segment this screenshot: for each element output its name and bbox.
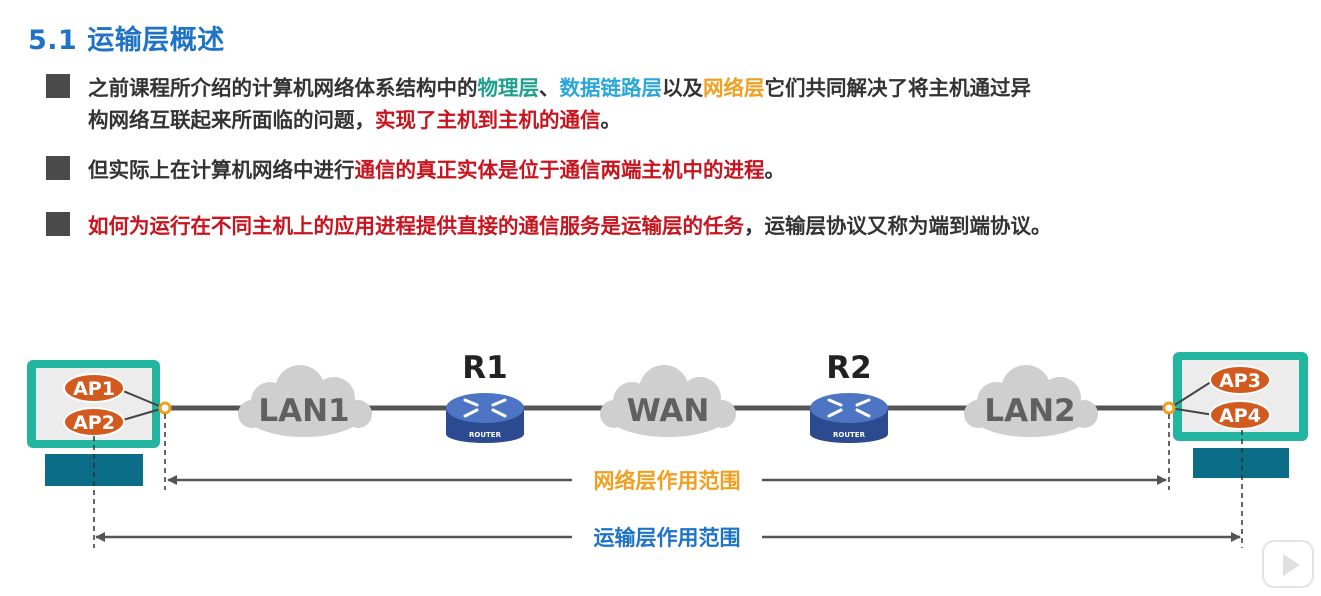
square-bullet-icon <box>46 212 70 236</box>
play-button[interactable] <box>1262 540 1314 588</box>
lan1-label: LAN1 <box>258 393 349 429</box>
bullet-1-text: 、 <box>539 76 560 100</box>
process-ap3-label: AP3 <box>1219 370 1261 392</box>
datalink-layer-term: 数据链路层 <box>559 76 663 100</box>
bullet-item-1: 之前课程所介绍的计算机网络体系结构中的物理层、数据链路层以及网络层它们共同解决了… <box>46 72 1031 136</box>
bullet-2-text: 但实际上在计算机网络中进行 <box>88 158 355 182</box>
router-r1-tag: ROUTER <box>469 431 502 439</box>
router-r2-tag: ROUTER <box>833 431 866 439</box>
bullet-item-2: 但实际上在计算机网络中进行通信的真正实体是位于通信两端主机中的进程。 <box>46 154 785 186</box>
network-cloud-icon <box>964 365 1098 437</box>
router-r2: R2 ROUTER <box>810 350 888 443</box>
physical-layer-term: 物理层 <box>477 76 540 100</box>
process-ap1 <box>63 373 125 403</box>
router-r2-label: R2 <box>826 350 871 386</box>
process-ap1-label: AP1 <box>73 378 115 400</box>
left-port-dot <box>158 401 172 415</box>
transport-layer-diagram: AP1 AP2 AP3 AP4 LAN1 <box>27 350 1308 550</box>
bullet-1-text: 之前课程所介绍的计算机网络体系结构中的 <box>88 76 478 100</box>
square-bullet-icon <box>46 74 70 98</box>
bullet-1-line-1: 之前课程所介绍的计算机网络体系结构中的物理层、数据链路层以及网络层它们共同解决了… <box>88 72 1031 104</box>
bullet-3-text: ，运输层协议又称为端到端协议。 <box>744 214 1052 238</box>
process-ap2-label: AP2 <box>73 412 115 434</box>
bullet-3-line-1: 如何为运行在不同主机上的应用进程提供直接的通信服务是运输层的任务，运输层协议又称… <box>88 210 1052 242</box>
wan-label: WAN <box>627 393 710 429</box>
process-ap3 <box>1209 365 1271 395</box>
bullet-1-text: 它们共同解决了将主机通过异 <box>764 76 1032 100</box>
square-bullet-icon <box>46 156 70 180</box>
bullet-2-line-1: 但实际上在计算机网络中进行通信的真正实体是位于通信两端主机中的进程。 <box>88 154 785 186</box>
right-host-base <box>1193 448 1289 478</box>
right-port-dot <box>1162 401 1176 415</box>
left-host-base <box>45 454 143 486</box>
play-button-icon <box>1283 554 1300 576</box>
network-cloud-icon <box>600 365 736 437</box>
cloud-wan: WAN <box>600 365 736 437</box>
transport-task-highlight: 如何为运行在不同主机上的应用进程提供直接的通信服务是运输层的任务 <box>88 214 744 238</box>
left-host: AP1 AP2 <box>27 360 172 486</box>
right-host: AP3 AP4 <box>1162 352 1308 478</box>
network-layer-term: 网络层 <box>703 76 765 100</box>
router-r1: R1 ROUTER <box>446 350 524 443</box>
cloud-lan2: LAN2 <box>964 365 1098 437</box>
bullet-1-text: 构网络互联起来所面临的问题， <box>88 108 375 132</box>
bullet-1-text: 以及 <box>662 76 703 100</box>
bullet-item-3: 如何为运行在不同主机上的应用进程提供直接的通信服务是运输层的任务，运输层协议又称… <box>46 210 1052 242</box>
network-cloud-icon <box>238 365 372 437</box>
router-icon: ROUTER <box>810 393 888 443</box>
network-layer-scope: 网络层作用范围 <box>167 469 1167 493</box>
host-to-host-highlight: 实现了主机到主机的通信 <box>375 108 601 132</box>
process-ap4-label: AP4 <box>1219 405 1261 427</box>
process-ap4 <box>1209 400 1271 430</box>
network-scope-label: 网络层作用范围 <box>594 469 741 493</box>
router-icon: ROUTER <box>446 393 524 443</box>
bullet-1-text: 。 <box>600 108 622 132</box>
bullet-2-text: 。 <box>764 158 786 182</box>
cloud-lan1: LAN1 <box>238 365 372 437</box>
transport-scope-label: 运输层作用范围 <box>594 526 741 550</box>
transport-layer-scope: 运输层作用范围 <box>95 526 1241 550</box>
bullet-1-line-2: 构网络互联起来所面临的问题，实现了主机到主机的通信。 <box>88 104 1031 136</box>
process-entity-highlight: 通信的真正实体是位于通信两端主机中的进程 <box>354 158 765 182</box>
lan2-label: LAN2 <box>984 393 1075 429</box>
router-r1-label: R1 <box>462 350 507 386</box>
slide-title: 5.1 运输层概述 <box>28 25 225 56</box>
